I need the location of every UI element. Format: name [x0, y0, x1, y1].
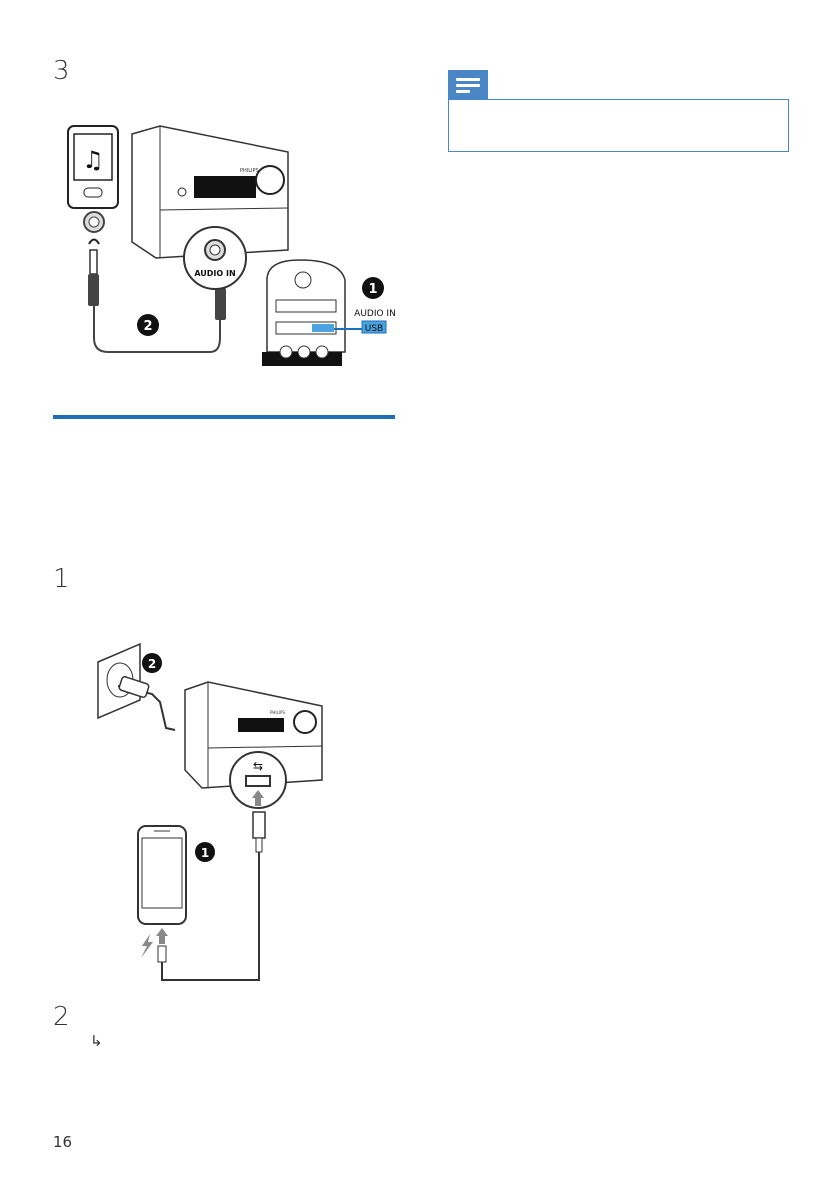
mini-hifi-unit-2: PHILIPS	[184, 681, 323, 789]
badge-2: 2	[143, 319, 152, 334]
rear-panel-side-view	[262, 259, 346, 366]
audio-in-illustration: ♫ 2 PHILIPS AUDIO IN 1 AUDIO IN	[67, 125, 396, 366]
side-audio-in-label: AUDIO IN	[354, 309, 396, 319]
usb-charging-illustration: 2 PHILIPS ⇆ 1	[97, 642, 323, 981]
side-usb-label: USB	[365, 324, 383, 334]
headphones-icon	[88, 238, 100, 245]
badge-1-phone: 1	[201, 846, 209, 860]
audio-in-callout-label: AUDIO IN	[194, 269, 235, 278]
note-icon	[448, 70, 488, 100]
svg-text:PHILIPS: PHILIPS	[240, 168, 259, 174]
usb-icon: ⇆	[253, 759, 263, 773]
page-number: 16	[53, 1133, 73, 1151]
svg-text:PHILIPS: PHILIPS	[270, 710, 285, 715]
badge-1: 1	[368, 282, 377, 297]
badge-2-power: 2	[148, 657, 156, 671]
svg-text:♫: ♫	[82, 146, 104, 174]
note-box	[448, 99, 789, 152]
smartphone-icon	[137, 825, 187, 925]
section-divider	[53, 415, 395, 419]
music-player-icon: ♫	[67, 125, 119, 209]
step-2-number: 2	[53, 1002, 70, 1032]
mini-hifi-unit: PHILIPS	[131, 125, 289, 259]
lightning-icon	[141, 934, 153, 958]
step-3-number: 3	[53, 56, 70, 86]
result-arrow-icon: ↳	[90, 1032, 103, 1050]
step-1-number: 1	[53, 564, 70, 594]
